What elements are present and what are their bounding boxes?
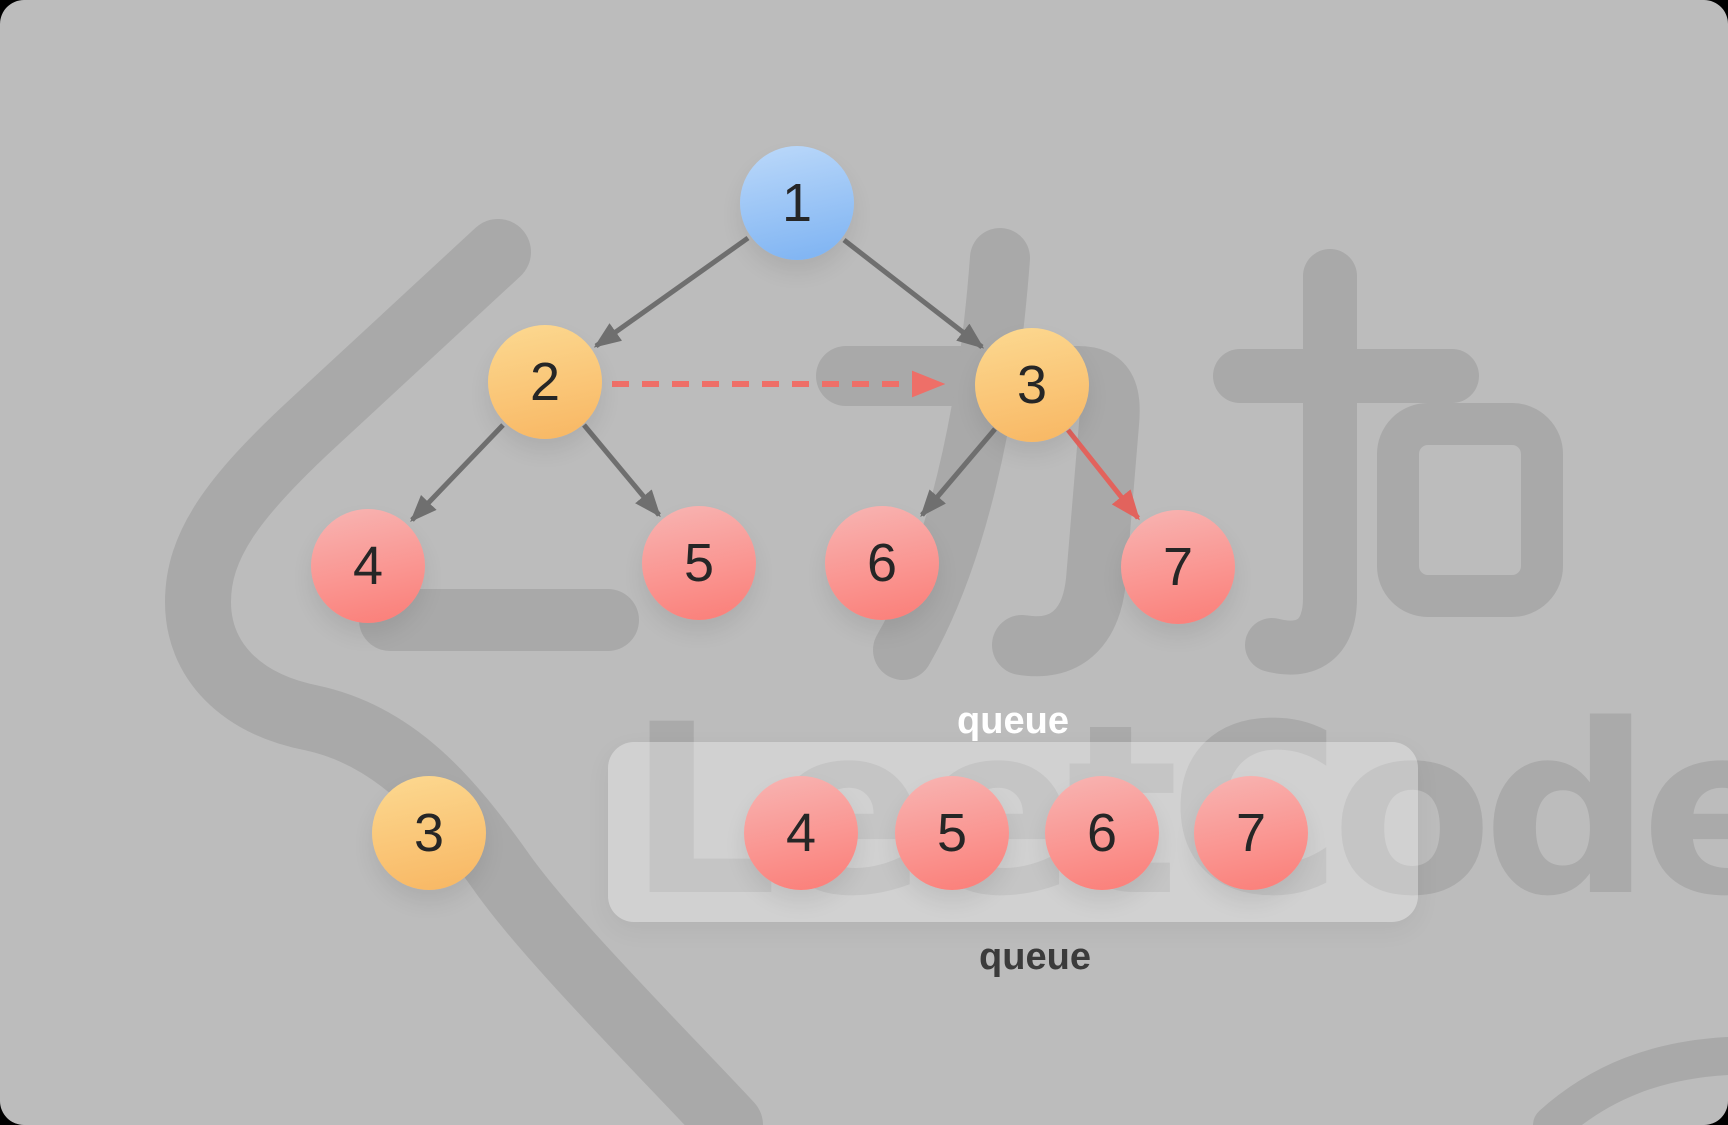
- tree-node-7-label: 7: [1162, 537, 1194, 597]
- queue-item-6-label: 6: [1086, 803, 1118, 863]
- watermark-cn-kou: [1213, 249, 1563, 675]
- queue-label-top: queue: [957, 700, 1069, 742]
- edge-3-6: [920, 427, 997, 518]
- tree-node-5: 5: [642, 506, 756, 620]
- watermark-cn-li: [816, 228, 1140, 680]
- edge-1-2: [593, 235, 750, 349]
- edge-2-5: [582, 423, 661, 518]
- edge-2-4: [410, 423, 505, 522]
- edge-3-7-highlight: [1066, 428, 1140, 521]
- queue-item-7: 7: [1194, 776, 1308, 890]
- queue-label-bottom: queue: [979, 936, 1091, 978]
- queue-item-5-label: 5: [936, 803, 968, 863]
- tree-node-4-label: 4: [352, 536, 384, 596]
- edge-1-3: [842, 238, 985, 349]
- tree-node-6-label: 6: [866, 533, 898, 593]
- watermark-logo-icon: [165, 219, 763, 1125]
- watermark-corner-arc: [1533, 1037, 1728, 1125]
- tree-node-3-label: 3: [1016, 355, 1048, 415]
- queue-item-4-label: 4: [785, 803, 817, 863]
- tree-node-1: 1: [740, 146, 854, 260]
- queue-item-4: 4: [744, 776, 858, 890]
- queue-item-5: 5: [895, 776, 1009, 890]
- tree-node-3: 3: [975, 328, 1089, 442]
- tree-node-4: 4: [311, 509, 425, 623]
- tree-node-1-label: 1: [781, 173, 813, 233]
- tree-node-5-label: 5: [683, 533, 715, 593]
- tree-node-6: 6: [825, 506, 939, 620]
- queue-item-7-label: 7: [1235, 803, 1267, 863]
- dequeued-node-3: 3: [372, 776, 486, 890]
- queue-item-6: 6: [1045, 776, 1159, 890]
- tree-node-7: 7: [1121, 510, 1235, 624]
- dequeued-node-3-label: 3: [413, 803, 445, 863]
- tree-node-2-label: 2: [529, 352, 561, 412]
- tree-node-2: 2: [488, 325, 602, 439]
